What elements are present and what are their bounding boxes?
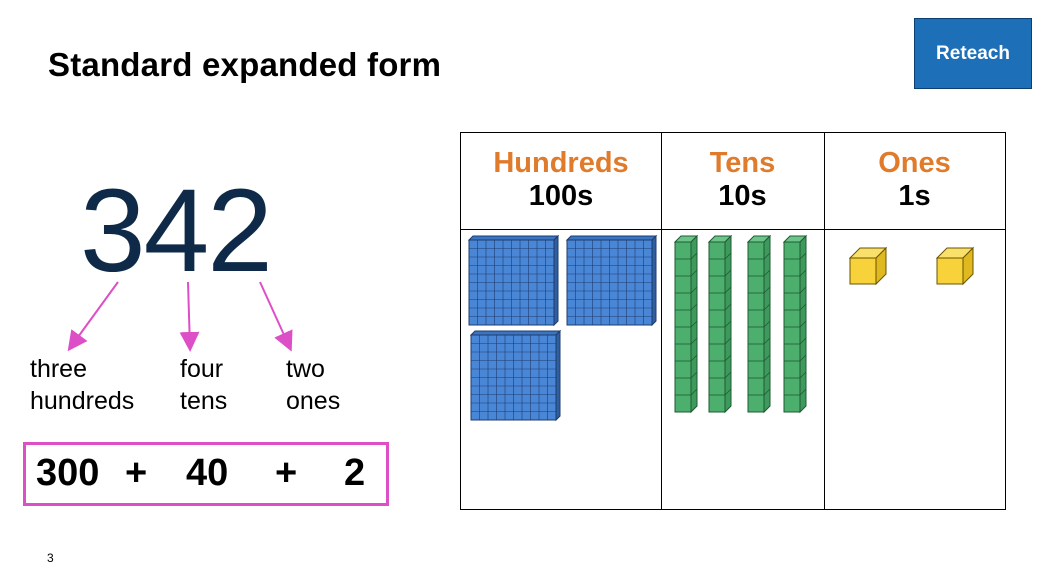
reteach-button[interactable]: Reteach (914, 18, 1032, 89)
header-divider (461, 229, 1005, 230)
expanded-plus-1: + (125, 452, 148, 494)
tens-rod-block (782, 234, 808, 414)
expanded-hundreds: 300 (36, 452, 100, 494)
ones-cube-block (935, 246, 975, 286)
column-divider (661, 133, 662, 509)
expanded-tens: 40 (186, 452, 229, 494)
place-value-table: Hundreds 100s Tens 10s Ones 1s (460, 132, 1006, 510)
tens-rod-block (746, 234, 772, 414)
hundreds-flat-block (467, 234, 560, 327)
page-title: Standard expanded form (48, 46, 442, 83)
expanded-form-box (23, 442, 389, 506)
tens-rod-block (707, 234, 733, 414)
number-342: 342 (80, 165, 273, 297)
expanded-plus-2: + (275, 452, 298, 494)
hundreds-flat-block (469, 329, 562, 422)
header-ones: Ones 1s (878, 147, 951, 212)
ones-cube-block (848, 246, 888, 286)
expanded-ones: 2 (344, 452, 366, 494)
base-ten-blocks (467, 234, 975, 422)
column-divider (824, 133, 825, 509)
header-hundreds: Hundreds 100s (493, 147, 629, 212)
header-tens: Tens 10s (709, 147, 776, 212)
arrow-ones (259, 281, 293, 352)
tens-rod-block (673, 234, 699, 414)
arrow-hundreds (67, 281, 119, 352)
arrow-tens (179, 281, 200, 352)
hundreds-flat-block (565, 234, 658, 327)
page-number: 3 (47, 551, 54, 565)
